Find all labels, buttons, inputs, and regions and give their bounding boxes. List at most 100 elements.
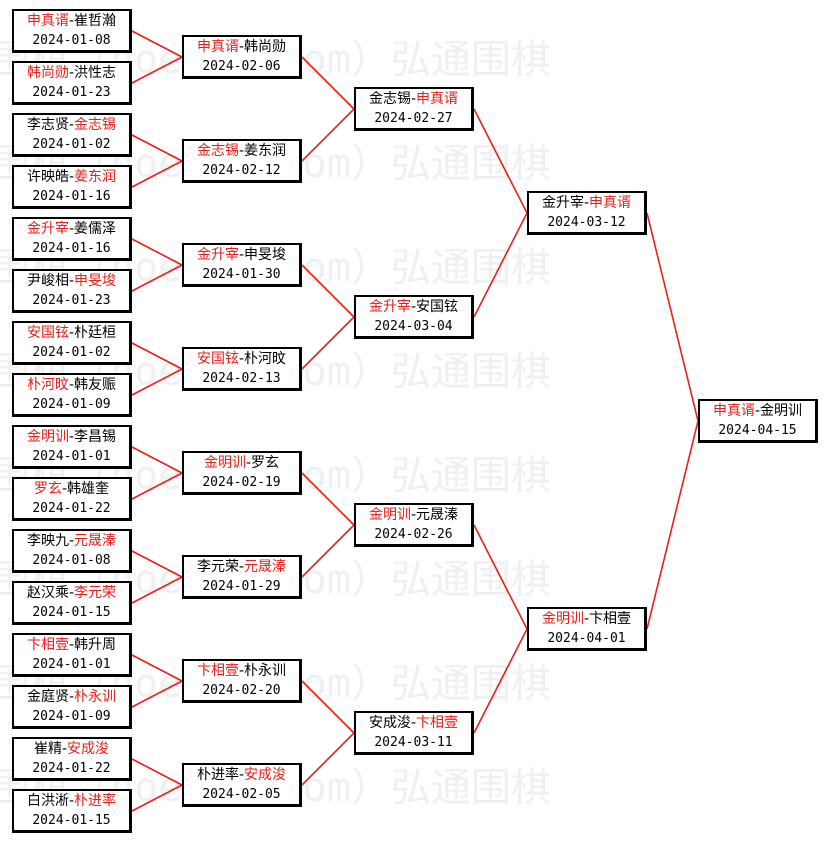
match-date: 2024-01-15 — [32, 813, 111, 828]
name-separator: - — [238, 767, 245, 783]
match-players: 卞相壹-韩升周 — [14, 636, 129, 655]
player-name: 韩友赈 — [74, 377, 117, 393]
player-name: 罗玄 — [33, 481, 62, 497]
match-date: 2024-01-15 — [32, 605, 111, 620]
player-name: 朴永训 — [244, 663, 287, 679]
player-name: 申旻埈 — [74, 273, 117, 289]
match-players: 赵汉乘-李元荣 — [14, 584, 129, 603]
match-players: 金明训-罗玄 — [184, 454, 299, 473]
name-separator: - — [238, 663, 245, 679]
player-name: 韩尚勋 — [244, 39, 287, 55]
match-date: 2024-02-12 — [202, 163, 281, 178]
name-separator: - — [68, 533, 75, 549]
player-name: 崔哲瀚 — [74, 13, 117, 29]
bracket-connector — [131, 342, 183, 370]
name-separator: - — [68, 325, 75, 341]
match-players: 金明训-元晟溱 — [356, 506, 471, 525]
bracket-connector — [301, 108, 355, 162]
match-date: 2024-02-05 — [202, 787, 281, 802]
player-name: 申真谞 — [196, 39, 239, 55]
player-name: 元晟溱 — [244, 559, 287, 575]
match-players: 金升宰-姜儒泽 — [14, 220, 129, 239]
player-name: 朴河旼 — [244, 351, 287, 367]
name-separator: - — [238, 39, 245, 55]
player-name: 金庭贤 — [26, 689, 69, 705]
player-name: 申真谞 — [589, 195, 632, 211]
match-players: 金明训-李昌锡 — [14, 428, 129, 447]
match-players: 朴进率-安成浚 — [184, 766, 299, 785]
player-name: 金明训 — [368, 507, 411, 523]
bracket-connector — [301, 472, 355, 526]
match-date: 2024-04-01 — [547, 631, 626, 646]
player-name: 朴进率 — [74, 793, 117, 809]
player-name: 安国铉 — [196, 351, 239, 367]
name-separator: - — [583, 611, 590, 627]
player-name: 朴永训 — [74, 689, 117, 705]
player-name: 申真谞 — [26, 13, 69, 29]
match-box: 申真谞-韩尚勋 2024-02-06 — [182, 35, 302, 79]
name-separator: - — [754, 403, 761, 419]
bracket-connector — [646, 212, 699, 422]
bracket-connector — [131, 238, 183, 266]
name-separator: - — [68, 637, 75, 653]
player-name: 李元荣 — [196, 559, 239, 575]
bracket-connector — [301, 56, 355, 110]
bracket-connector — [131, 784, 183, 812]
name-separator: - — [61, 481, 68, 497]
bracket-connector — [131, 446, 183, 474]
match-players: 金庭贤-朴永训 — [14, 688, 129, 707]
bracket-connector — [473, 628, 528, 734]
player-name: 朴廷桓 — [74, 325, 117, 341]
player-name: 姜东润 — [74, 169, 117, 185]
match-players: 安成浚-卞相壹 — [356, 714, 471, 733]
match-players: 李元荣-元晟溱 — [184, 558, 299, 577]
player-name: 卞相壹 — [589, 611, 632, 627]
match-players: 申真谞-韩尚勋 — [184, 38, 299, 57]
match-players: 金志锡-姜东润 — [184, 142, 299, 161]
match-players: 李映九-元晟溱 — [14, 532, 129, 551]
match-box: 金志锡-姜东润 2024-02-12 — [182, 139, 302, 183]
name-separator: - — [68, 793, 75, 809]
match-date: 2024-01-30 — [202, 267, 281, 282]
name-separator: - — [238, 247, 245, 263]
name-separator: - — [245, 455, 252, 471]
player-name: 金升宰 — [541, 195, 584, 211]
player-name: 金升宰 — [196, 247, 239, 263]
player-name: 安成浚 — [244, 767, 287, 783]
name-separator: - — [68, 65, 75, 81]
match-players: 罗玄-韩雄奎 — [14, 480, 129, 499]
player-name: 卞相壹 — [26, 637, 69, 653]
match-players: 李志贤-金志锡 — [14, 116, 129, 135]
match-players: 金志锡-申真谞 — [356, 90, 471, 109]
player-name: 韩尚勋 — [26, 65, 69, 81]
name-separator: - — [410, 299, 417, 315]
match-players: 白洪淅-朴进率 — [14, 792, 129, 811]
player-name: 朴进率 — [196, 767, 239, 783]
name-separator: - — [583, 195, 590, 211]
match-date: 2024-02-06 — [202, 59, 281, 74]
player-name: 金升宰 — [26, 221, 69, 237]
name-separator: - — [410, 715, 417, 731]
bracket-connector — [131, 550, 183, 578]
match-players: 崔精-安成浚 — [14, 740, 129, 759]
player-name: 金明训 — [203, 455, 246, 471]
name-separator: - — [238, 143, 245, 159]
match-players: 尹峻相-申旻埈 — [14, 272, 129, 291]
match-date: 2024-02-20 — [202, 683, 281, 698]
player-name: 卞相壹 — [196, 663, 239, 679]
match-box: 朴进率-安成浚 2024-02-05 — [182, 763, 302, 807]
